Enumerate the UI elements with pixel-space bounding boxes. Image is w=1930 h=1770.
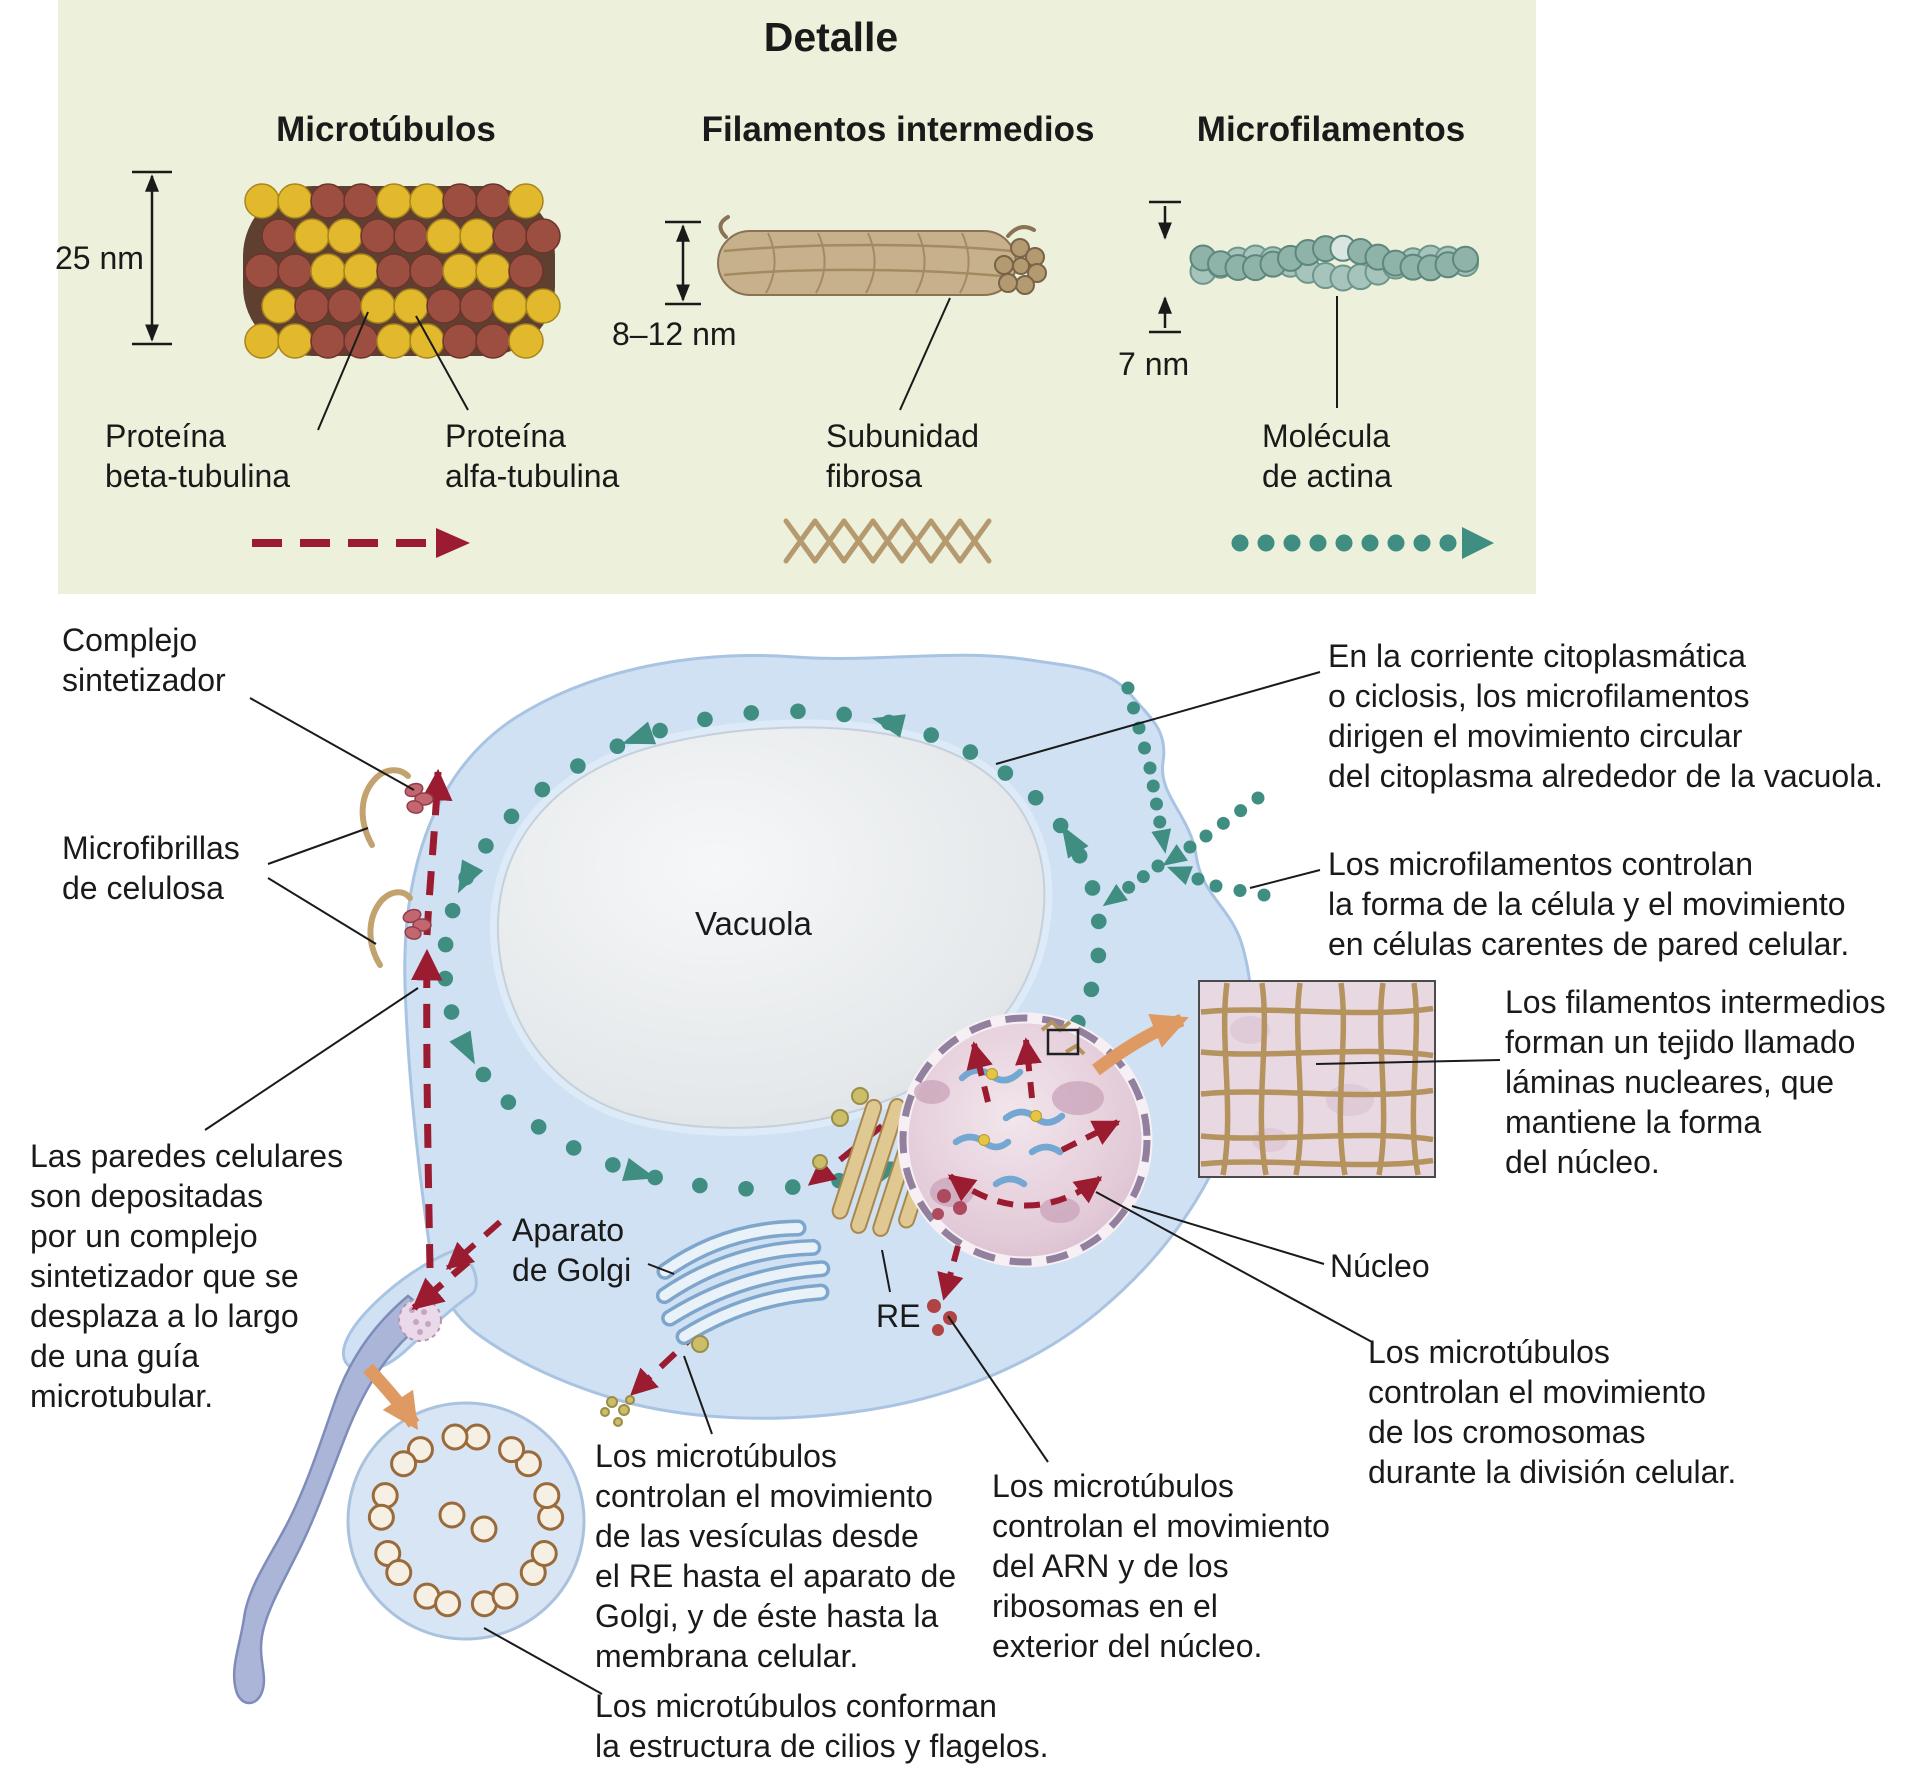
transport-vesicles <box>600 1087 869 1427</box>
intermediate-diameter-label: 8–12 nm <box>612 316 737 352</box>
nucleolus-dots <box>932 1189 967 1220</box>
nucleus-label: Núcleo <box>1330 1248 1430 1284</box>
actin-bead-strands <box>1189 234 1479 292</box>
microtubule-diameter-label: 25 nm <box>55 240 144 276</box>
detail-title: Detalle <box>763 14 899 60</box>
intermediate-filaments-heading: Filamentos intermedios <box>701 110 1095 149</box>
microfilament-detail-graphic <box>1149 200 1479 334</box>
nuclear-envelope <box>899 1014 1151 1266</box>
vacuole-label: Vacuola <box>695 905 812 942</box>
microtubules-heading: Microtúbulos <box>276 110 496 149</box>
streaming-annotation: En la corriente citoplasmática o ciclosi… <box>1328 638 1883 794</box>
fibrous-subunit-ends <box>994 238 1047 295</box>
tubulin-sphere-lattice <box>244 183 561 359</box>
golgi-label: Aparato de Golgi <box>512 1212 632 1288</box>
intermediate-filament-detail-graphic <box>665 215 1047 306</box>
microtubule-detail-graphic <box>132 170 561 359</box>
zoom-source-box <box>1046 1028 1080 1056</box>
zoom-arrow <box>1092 1013 1189 1076</box>
chromosome-annotation: Los microtúbulos controlan el movimiento… <box>1368 1334 1737 1490</box>
intermediate-filament-legend <box>783 518 992 564</box>
alpha-tubulin-label: Proteína alfa-tubulina <box>445 418 620 494</box>
leader-lines <box>204 671 1501 1695</box>
cilia-annotation: Los microtúbulos conforman la estructura… <box>595 1688 1049 1764</box>
microfibrils-label: Microfibrillas de celulosa <box>62 830 240 906</box>
lamina-mesh <box>1200 982 1434 1176</box>
beta-tubulin-label: Proteína beta-tubulina <box>105 418 291 494</box>
microfilament-diameter-label: 7 nm <box>1118 346 1190 382</box>
microfilament-convergence-arrows <box>1102 681 1271 907</box>
golgi-apparatus <box>655 1219 831 1346</box>
basal-body <box>398 1298 442 1342</box>
cross-section-arrow <box>363 1363 420 1431</box>
nucleus <box>897 1012 1153 1301</box>
dimension-8-12nm-arrow <box>665 220 701 306</box>
cell-shape-annotation: Los microfilamentos controlan la forma d… <box>1328 846 1850 962</box>
microfilaments-heading: Microfilamentos <box>1196 110 1466 149</box>
vesicle-annotation: Los microtúbulos controlan el movimiento… <box>595 1438 957 1674</box>
cell-walls-annotation: Las paredes celulares son depositadas po… <box>30 1138 344 1414</box>
actin-molecule-label: Molécula de actina <box>1262 418 1392 494</box>
cellulose-microfibrils <box>359 767 413 968</box>
lamina-annotation: Los filamentos intermedios forman un tej… <box>1505 984 1886 1180</box>
vacuole <box>489 719 1053 1136</box>
nucleoplasm-patches <box>914 1080 1104 1223</box>
nuclear-lamina-inset <box>1198 980 1436 1178</box>
microtubule-legend-arrow <box>252 528 470 558</box>
dimension-25nm-arrow <box>132 170 172 346</box>
microfilament-legend-arrow <box>1231 527 1494 559</box>
rna-annotation: Los microtúbulos controlan el movimiento… <box>992 1468 1330 1664</box>
centromere-dots <box>978 1068 1042 1146</box>
synth-complex-label: Complejo sintetizador <box>62 622 226 698</box>
detail-leader-lines <box>317 296 1338 431</box>
nuclear-microtubule-arrows <box>937 1037 1121 1301</box>
axoneme-cross-section <box>346 1401 586 1641</box>
dimension-7nm-arrows <box>1149 200 1181 334</box>
lamina-fragments <box>1040 1019 1086 1056</box>
fibrous-subunit-label: Subunidad fibrosa <box>826 418 980 494</box>
er-label: RE <box>876 1298 921 1334</box>
